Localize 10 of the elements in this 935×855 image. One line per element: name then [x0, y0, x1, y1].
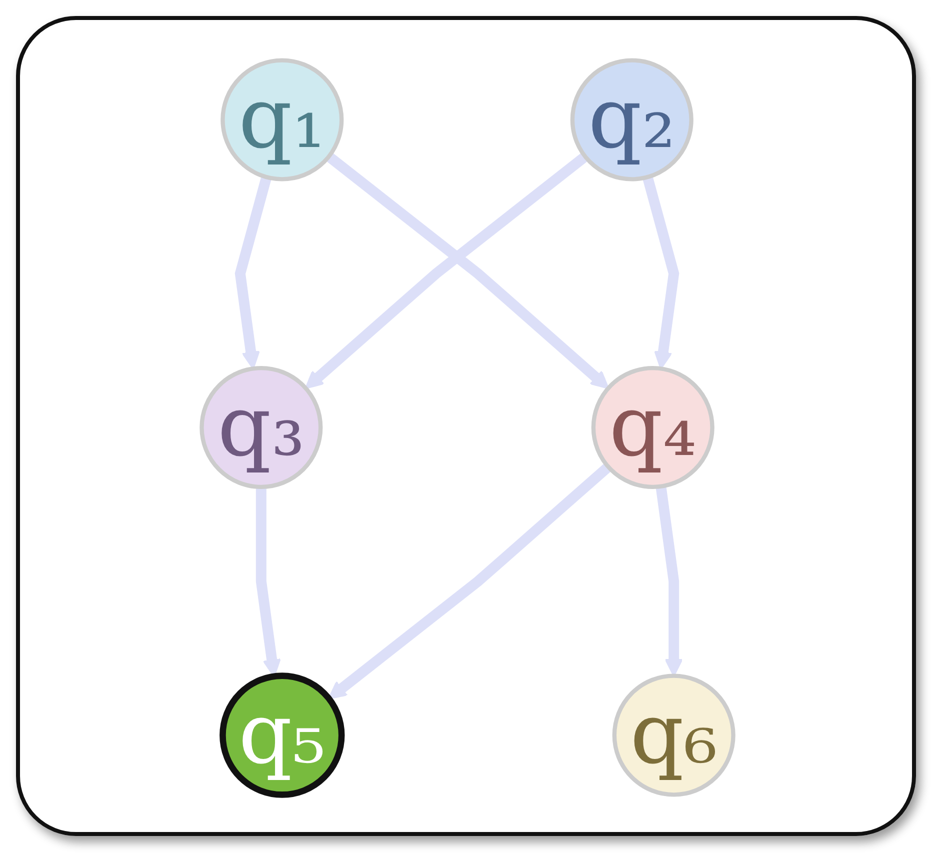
- arrow: [656, 486, 684, 677]
- node-circle: q₄: [591, 366, 714, 490]
- arrow: [328, 462, 612, 700]
- node-circle: q₁: [220, 58, 344, 182]
- node-circle: q₆: [612, 674, 736, 797]
- arrow: [642, 176, 680, 370]
- arrow: [234, 176, 272, 370]
- node-circle: q₅: [220, 672, 345, 798]
- node-circle: q₂: [570, 58, 694, 182]
- node-circle: q₃: [200, 366, 323, 490]
